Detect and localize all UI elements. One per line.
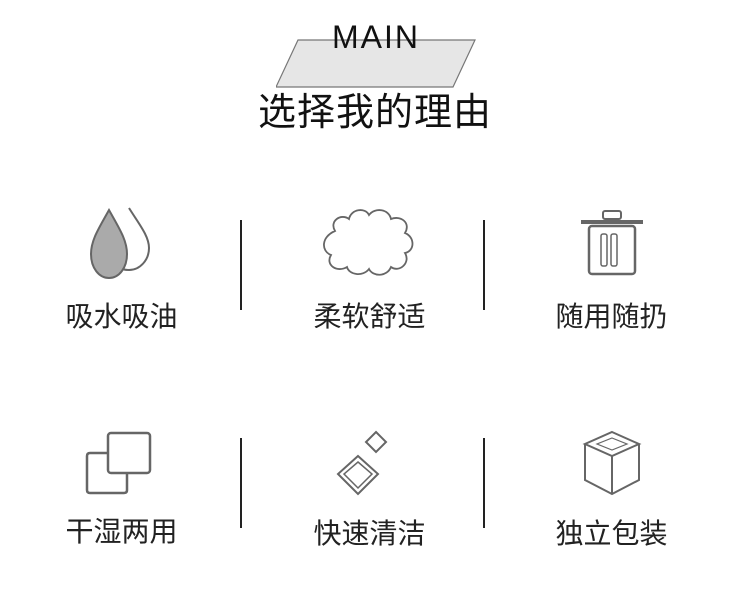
sparkle-diamonds-icon — [248, 428, 491, 506]
water-drops-icon — [0, 200, 243, 280]
cube-package-icon — [490, 428, 733, 506]
overlapping-squares-icon — [0, 430, 243, 508]
divider — [483, 438, 485, 528]
feature-quick-clean: 快速清洁 — [248, 420, 491, 560]
divider — [240, 438, 242, 528]
divider — [483, 220, 485, 310]
badge-label: MAIN — [332, 19, 420, 55]
feature-label: 独立包装 — [555, 517, 668, 550]
trash-can-icon — [490, 208, 733, 286]
feature-label: 快速清洁 — [313, 517, 426, 550]
main-badge: MAIN — [276, 18, 476, 88]
feature-disposable: 随用随扔 — [490, 200, 733, 340]
feature-individual-pack: 独立包装 — [490, 420, 733, 560]
feature-label: 干湿两用 — [65, 515, 178, 548]
cloud-icon — [248, 205, 491, 283]
feature-absorbent: 吸水吸油 — [0, 200, 243, 340]
feature-label: 柔软舒适 — [313, 300, 426, 333]
feature-label: 随用随扔 — [555, 300, 668, 333]
parallelogram-shape — [276, 39, 476, 88]
feature-label: 吸水吸油 — [65, 300, 178, 333]
feature-wet-dry: 干湿两用 — [0, 420, 243, 560]
feature-soft: 柔软舒适 — [248, 200, 491, 340]
page-title: 选择我的理由 — [257, 90, 492, 134]
divider — [240, 220, 242, 310]
